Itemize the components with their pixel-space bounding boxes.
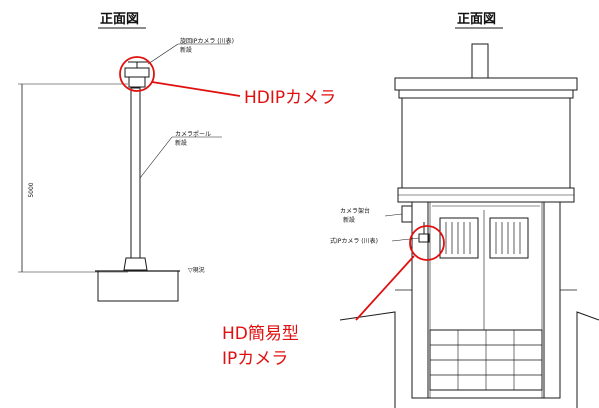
right-wing-wall bbox=[576, 311, 599, 408]
right-rail-panel bbox=[489, 217, 529, 259]
camera-body bbox=[128, 76, 146, 88]
hd-simple-callout-line2: IPカメラ bbox=[222, 349, 288, 369]
mount-leader bbox=[384, 213, 403, 217]
right-view-title: 正面図 bbox=[457, 12, 496, 27]
camera-mount-bracket bbox=[401, 205, 413, 223]
camera-leader bbox=[147, 43, 179, 65]
camera-highlight-circle bbox=[119, 56, 155, 92]
ground-level-label: ▽現況 bbox=[188, 266, 205, 274]
left-front-view: 正面図 5000 ▽現況 旋回IPカメラ (川表) 新設 カメラポール 新設 H… bbox=[18, 12, 336, 302]
camera-new-label: 新設 bbox=[180, 46, 192, 54]
pole-base bbox=[123, 257, 148, 271]
roof-band bbox=[398, 89, 574, 99]
foundation bbox=[97, 270, 179, 302]
left-view-title: 正面図 bbox=[100, 12, 139, 27]
roof-cap bbox=[394, 77, 578, 91]
left-rail-panel bbox=[439, 217, 479, 259]
camera-label: 旋回IPカメラ (川表) bbox=[180, 37, 234, 45]
fixed-camera-leader bbox=[391, 237, 420, 242]
right-gate-post bbox=[543, 201, 561, 399]
pole-leader bbox=[139, 136, 173, 179]
fixed-camera-highlight-circle bbox=[409, 225, 445, 261]
mount-new-label: 新設 bbox=[343, 216, 355, 224]
hd-ip-camera-callout: HDIPカメラ bbox=[244, 88, 336, 108]
mount-label: カメラ架台 bbox=[340, 207, 370, 215]
roof-vent bbox=[471, 43, 489, 79]
gate-housing bbox=[401, 97, 571, 189]
fixed-camera-callout-line bbox=[355, 255, 415, 321]
hd-simple-callout-line1: HD簡易型 bbox=[222, 324, 299, 344]
camera-pole bbox=[130, 87, 141, 259]
left-wing-wall bbox=[339, 311, 396, 408]
dimension-text: 5000 bbox=[28, 182, 35, 197]
rail-bars bbox=[445, 222, 521, 254]
pole-label: カメラポール bbox=[175, 130, 211, 138]
camera-callout-line bbox=[151, 81, 241, 97]
pole-new-label: 新設 bbox=[175, 139, 187, 147]
right-front-view: 正面図 bbox=[222, 12, 599, 408]
camera-housing-top bbox=[124, 67, 150, 78]
fixed-camera-label: 式IPカメラ (川表) bbox=[330, 237, 378, 245]
